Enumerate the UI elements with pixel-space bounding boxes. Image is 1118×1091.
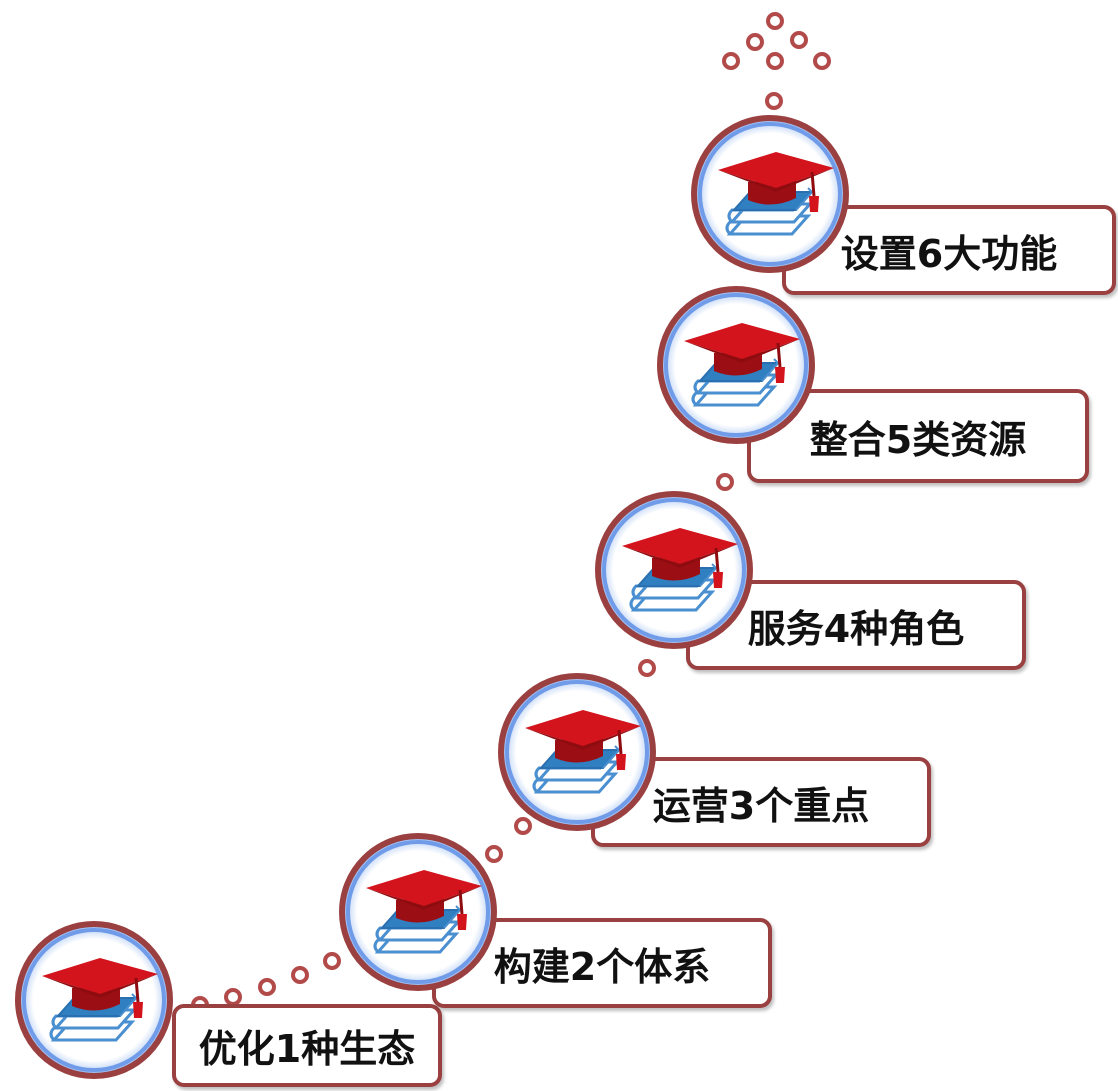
- connector-dot: [258, 978, 276, 996]
- connector-dot: [813, 52, 831, 70]
- step-1-label: 优化1种生态: [198, 1027, 416, 1071]
- step-3-label: 运营3个重点: [652, 783, 870, 828]
- graduation-cap-on-books-icon: [495, 670, 659, 834]
- connector-dot: [766, 12, 784, 30]
- connector-dot: [790, 31, 808, 49]
- step-5-label: 整合5类资源: [809, 417, 1027, 462]
- step-4-label: 服务4种角色: [747, 606, 965, 651]
- connector-dot: [514, 817, 532, 835]
- graduation-cap-on-books-icon: [688, 112, 852, 276]
- connector-dot: [765, 92, 783, 110]
- step-2-label: 构建2个体系: [493, 944, 711, 989]
- step-1-label-box: 优化1种生态: [172, 1004, 442, 1087]
- connector-dot: [485, 845, 503, 863]
- graduation-cap-on-books-icon: [336, 830, 500, 994]
- connector-dot: [291, 966, 309, 984]
- connector-dot: [722, 52, 740, 70]
- connector-dot: [716, 473, 734, 491]
- connector-dot: [323, 952, 341, 970]
- connector-dot: [746, 33, 764, 51]
- connector-dot: [766, 52, 784, 70]
- graduation-cap-on-books-icon: [592, 488, 756, 652]
- step-6-label: 设置6大功能: [840, 231, 1058, 276]
- graduation-cap-on-books-icon: [654, 283, 818, 447]
- connector-dot: [638, 659, 656, 677]
- graduation-cap-on-books-icon: [12, 918, 176, 1082]
